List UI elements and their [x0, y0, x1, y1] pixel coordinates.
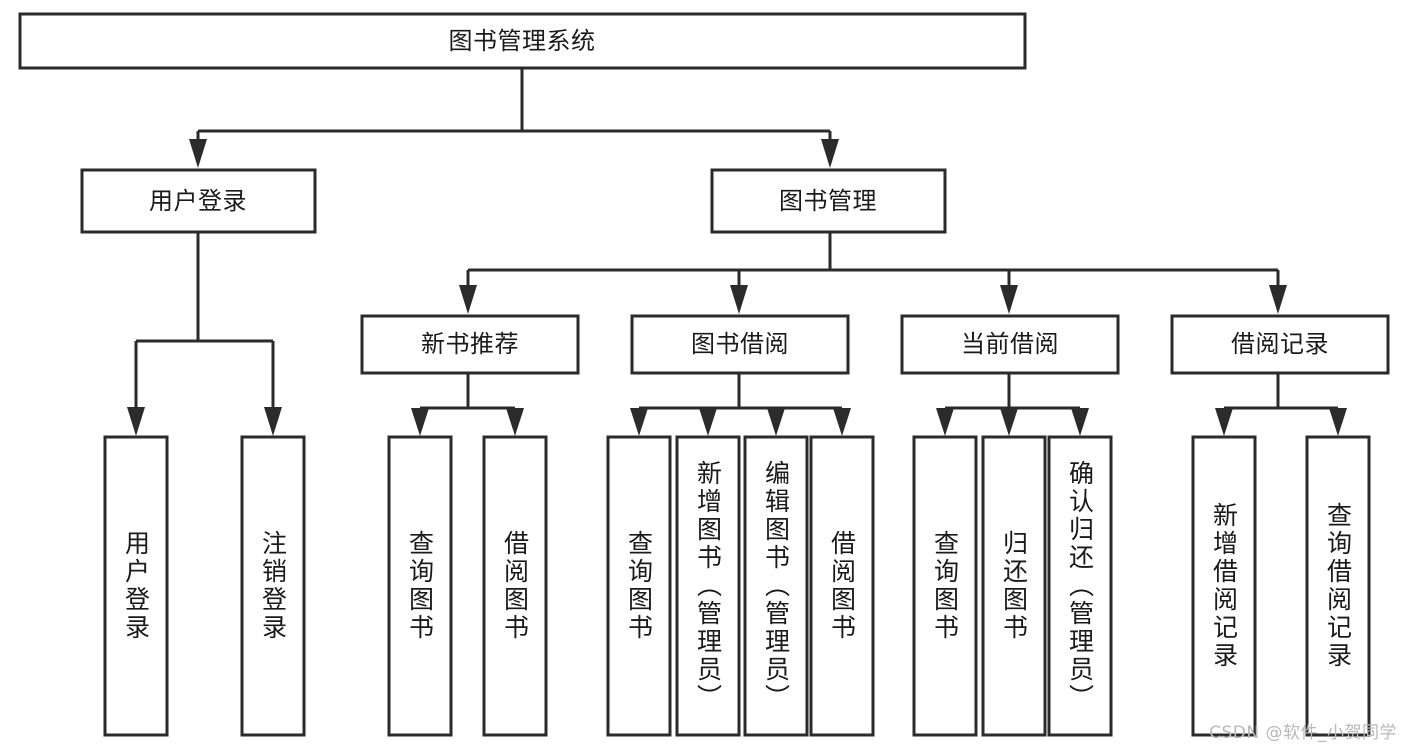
node-book-manage-box[interactable] — [710, 168, 947, 234]
node-leaf-query-record-box[interactable] — [1305, 435, 1371, 737]
node-borrow-record-box[interactable] — [1170, 314, 1390, 375]
node-layer: 图书管理系统 用户登录 图书管理 新书推荐 图书借阅 当前借阅 借阅记录 — [18, 12, 1390, 737]
arrow-bm-to-borrow-record — [1269, 285, 1287, 314]
node-leaf-add-record-box[interactable] — [1191, 435, 1257, 737]
arrow-bb-leaf-4 — [833, 408, 851, 436]
node-root-box[interactable] — [18, 12, 1027, 70]
arrow-nbr-leaf-1 — [411, 408, 429, 436]
node-leaf-add-book-box[interactable] — [675, 435, 741, 737]
csdn-watermark: CSDN @软件_小贺同学 — [1209, 723, 1397, 743]
node-new-book-rec-box[interactable] — [360, 314, 580, 375]
node-root-label: 图书管理系统 — [449, 27, 596, 55]
arrow-user-login-leaf-1 — [127, 407, 145, 436]
node-leaf-query-book-1-box[interactable] — [387, 435, 453, 737]
arrow-bm-to-new-book-rec — [459, 285, 477, 314]
node-leaf-edit-book-box[interactable] — [743, 435, 809, 737]
node-current-borrow-box[interactable] — [900, 314, 1120, 375]
node-current-borrow-label: 当前借阅 — [961, 330, 1059, 358]
arrow-br-leaf-1 — [1215, 408, 1233, 436]
node-leaf-logout-box[interactable] — [240, 435, 306, 737]
node-user-login-box[interactable] — [80, 168, 317, 234]
arrow-bm-to-current-borrow — [1000, 285, 1018, 314]
arrow-cb-leaf-3 — [1071, 408, 1089, 436]
arrow-bm-to-book-borrow — [730, 285, 748, 314]
node-leaf-query-book-3-box[interactable] — [912, 435, 978, 737]
arrow-user-login-leaf-2 — [264, 407, 282, 436]
node-user-login-label: 用户登录 — [149, 187, 247, 215]
node-leaf-borrow-book-2-box[interactable] — [809, 435, 875, 737]
node-leaf-user-login-box[interactable] — [103, 435, 169, 737]
arrow-root-to-user-login — [189, 139, 207, 168]
node-book-manage-label: 图书管理 — [779, 187, 877, 215]
arrow-bb-leaf-3 — [767, 408, 785, 436]
node-book-borrow-label: 图书借阅 — [691, 330, 789, 358]
node-leaf-confirm-return-box[interactable] — [1047, 435, 1113, 737]
arrow-cb-leaf-1 — [936, 408, 954, 436]
node-new-book-rec-label: 新书推荐 — [421, 330, 519, 358]
node-book-borrow-box[interactable] — [630, 314, 850, 375]
arrow-br-leaf-2 — [1329, 408, 1347, 436]
node-leaf-return-book-box[interactable] — [981, 435, 1047, 737]
connector-layer — [127, 68, 1347, 436]
arrow-root-to-book-manage — [821, 139, 839, 168]
arrow-cb-leaf-2 — [1000, 408, 1018, 436]
arrow-bb-leaf-1 — [630, 408, 648, 436]
node-leaf-borrow-book-1-box[interactable] — [482, 435, 548, 737]
node-borrow-record-label: 借阅记录 — [1231, 330, 1329, 358]
arrow-nbr-leaf-2 — [506, 408, 524, 436]
node-leaf-query-book-2-box[interactable] — [606, 435, 672, 737]
arrow-bb-leaf-2 — [699, 408, 717, 436]
